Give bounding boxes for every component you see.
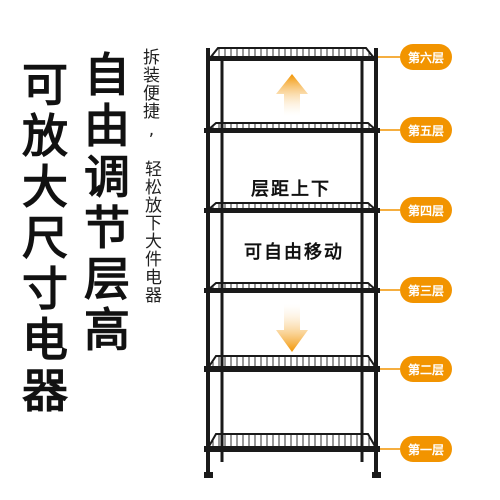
headline-right-char: 调 xyxy=(84,150,130,204)
headline-left-char: 可 xyxy=(22,58,68,112)
headline-right-char: 自 xyxy=(84,48,130,102)
subtitle-char: 拆 xyxy=(143,48,160,68)
headline-right-char: 层 xyxy=(84,252,130,306)
subtitle-char: 捷 xyxy=(143,102,160,122)
shelf-tier-6 xyxy=(206,47,378,61)
subtitle-char: 轻 xyxy=(145,160,162,180)
shelf-tier-3 xyxy=(204,282,380,293)
layer-badge-2: 第二层 xyxy=(400,356,452,382)
headline-left-char: 放 xyxy=(22,109,68,163)
headline-left-char: 尺 xyxy=(22,211,68,265)
middle-text-spacing: 层距上下 xyxy=(251,179,331,200)
shelf-feet xyxy=(204,472,381,478)
subtitle-char: 便 xyxy=(143,84,160,104)
badge-connectors xyxy=(378,56,400,450)
shelf-tier-1 xyxy=(204,433,380,452)
headline-left-char: 大 xyxy=(22,160,68,214)
subtitle-top: 拆 装 便 捷 , xyxy=(143,50,160,140)
subtitle-char: 件 xyxy=(145,250,162,270)
subtitle-char: 大 xyxy=(145,232,162,252)
subtitle-char: 电 xyxy=(145,268,162,288)
layer-badge-3: 第三层 xyxy=(400,277,452,303)
headline-left-char: 电 xyxy=(22,313,68,367)
headline-right-char: 节 xyxy=(84,201,130,255)
subtitle-char: 下 xyxy=(145,214,162,234)
headline-right: 自 由 调 节 层 高 xyxy=(84,52,130,358)
middle-text-movable: 可自由移动 xyxy=(244,242,344,263)
layer-badge-1: 第一层 xyxy=(400,436,452,462)
layer-badge-4: 第四层 xyxy=(400,197,452,223)
headline-left-char: 寸 xyxy=(22,262,68,316)
shelf-tier-2 xyxy=(204,355,380,372)
layer-badge-6: 第六层 xyxy=(400,44,452,70)
arrow-down-icon xyxy=(276,304,308,352)
headline-right-char: 由 xyxy=(84,99,130,153)
subtitle-char: 器 xyxy=(145,286,162,306)
subtitle-bottom: 轻 松 放 下 大 件 电 器 xyxy=(145,162,162,306)
subtitle-char: 松 xyxy=(145,178,162,198)
headline-left: 可 放 大 尺 寸 电 器 xyxy=(22,62,68,419)
arrow-up-icon xyxy=(276,74,308,116)
subtitle-char: 装 xyxy=(143,66,160,86)
layer-badge-5: 第五层 xyxy=(400,117,452,143)
headline-right-char: 高 xyxy=(84,303,130,357)
headline-left-char: 器 xyxy=(22,364,68,418)
subtitle-char: 放 xyxy=(145,196,162,216)
subtitle-char: , xyxy=(148,120,155,140)
shelf-tier-5 xyxy=(204,122,380,133)
shelf-tier-4 xyxy=(204,202,380,213)
